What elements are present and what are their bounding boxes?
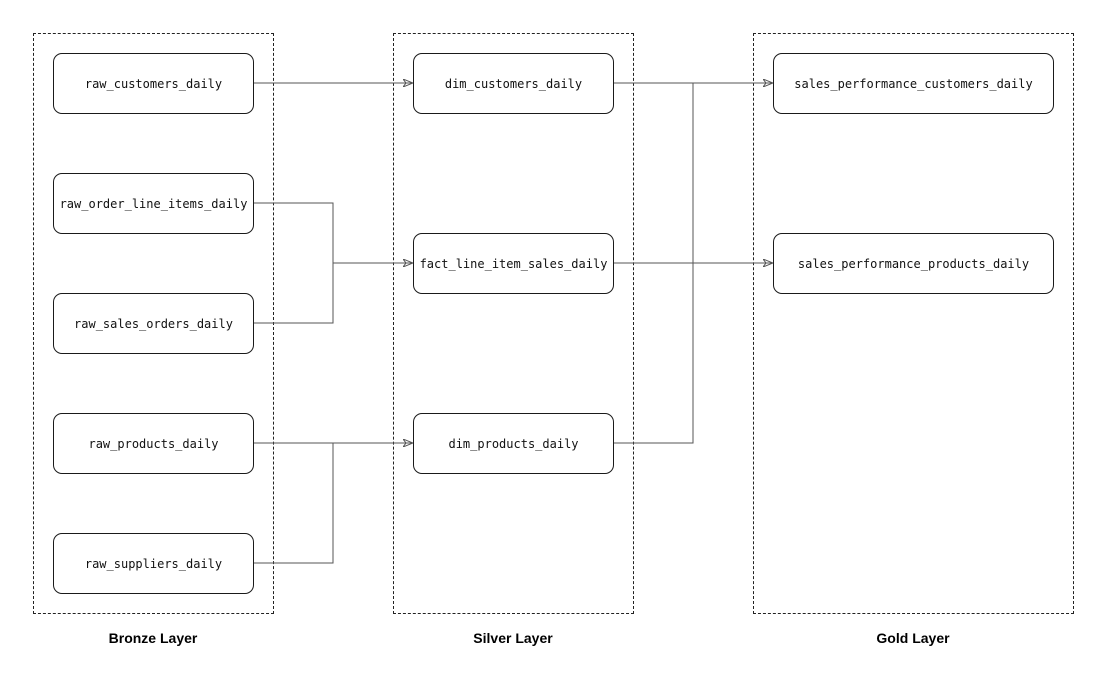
node-label: raw_order_line_items_daily (59, 196, 248, 211)
node-raw-products-daily[interactable]: raw_products_daily (53, 413, 254, 474)
silver-layer-label: Silver Layer (473, 630, 553, 646)
node-label: sales_performance_customers_daily (794, 76, 1033, 91)
edge-raw-sales-orders-to-fact (254, 263, 412, 324)
edge-raw-suppliers-to-dim-products (254, 443, 334, 564)
edge-raw-order-line-items-to-fact (254, 202, 334, 263)
gold-layer-label: Gold Layer (876, 630, 950, 646)
node-raw-order-line-items-daily[interactable]: raw_order_line_items_daily (53, 173, 254, 234)
node-dim-customers-daily[interactable]: dim_customers_daily (413, 53, 614, 114)
edge-dim-products-to-sales-performance-customers (614, 83, 694, 444)
gold-layer-container (753, 33, 1074, 614)
node-label: raw_sales_orders_daily (74, 316, 233, 331)
node-sales-performance-products-daily[interactable]: sales_performance_products_daily (773, 233, 1054, 294)
bronze-layer-label: Bronze Layer (108, 630, 198, 646)
node-label: raw_products_daily (88, 436, 219, 451)
node-sales-performance-customers-daily[interactable]: sales_performance_customers_daily (773, 53, 1054, 114)
node-raw-suppliers-daily[interactable]: raw_suppliers_daily (53, 533, 254, 594)
node-raw-customers-daily[interactable]: raw_customers_daily (53, 53, 254, 114)
node-label: dim_customers_daily (444, 76, 583, 91)
node-dim-products-daily[interactable]: dim_products_daily (413, 413, 614, 474)
node-raw-sales-orders-daily[interactable]: raw_sales_orders_daily (53, 293, 254, 354)
node-label: fact_line_item_sales_daily (419, 256, 608, 271)
node-label: sales_performance_products_daily (797, 256, 1030, 271)
node-label: raw_customers_daily (84, 76, 223, 91)
silver-layer-container (393, 33, 634, 614)
node-fact-line-item-sales-daily[interactable]: fact_line_item_sales_daily (413, 233, 614, 294)
node-label: dim_products_daily (448, 436, 579, 451)
node-label: raw_suppliers_daily (84, 556, 223, 571)
